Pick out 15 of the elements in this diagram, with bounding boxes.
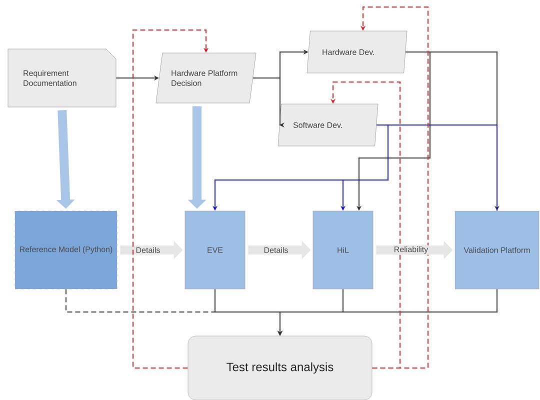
edge-label: Details	[262, 246, 290, 254]
dashed-arrow	[132, 30, 209, 368]
result-box: Test results analysis	[188, 336, 372, 400]
document-box: Requirement Documentation	[8, 48, 116, 108]
edge-label: Details	[134, 246, 162, 254]
connector-arrow	[252, 78, 284, 128]
process-box: HiL	[312, 210, 374, 290]
process-parallelogram: Hardware Platform Decision	[156, 52, 256, 104]
process-parallelogram: Software Dev.	[278, 104, 378, 146]
connector-line	[376, 124, 498, 212]
edge-label: Reliability	[392, 245, 430, 255]
process-parallelogram: Hardware Dev.	[306, 30, 408, 74]
process-box: Validation Platform	[454, 210, 540, 290]
process-box: EVE	[184, 210, 246, 290]
model-box: Reference Model (Python)	[14, 210, 118, 290]
